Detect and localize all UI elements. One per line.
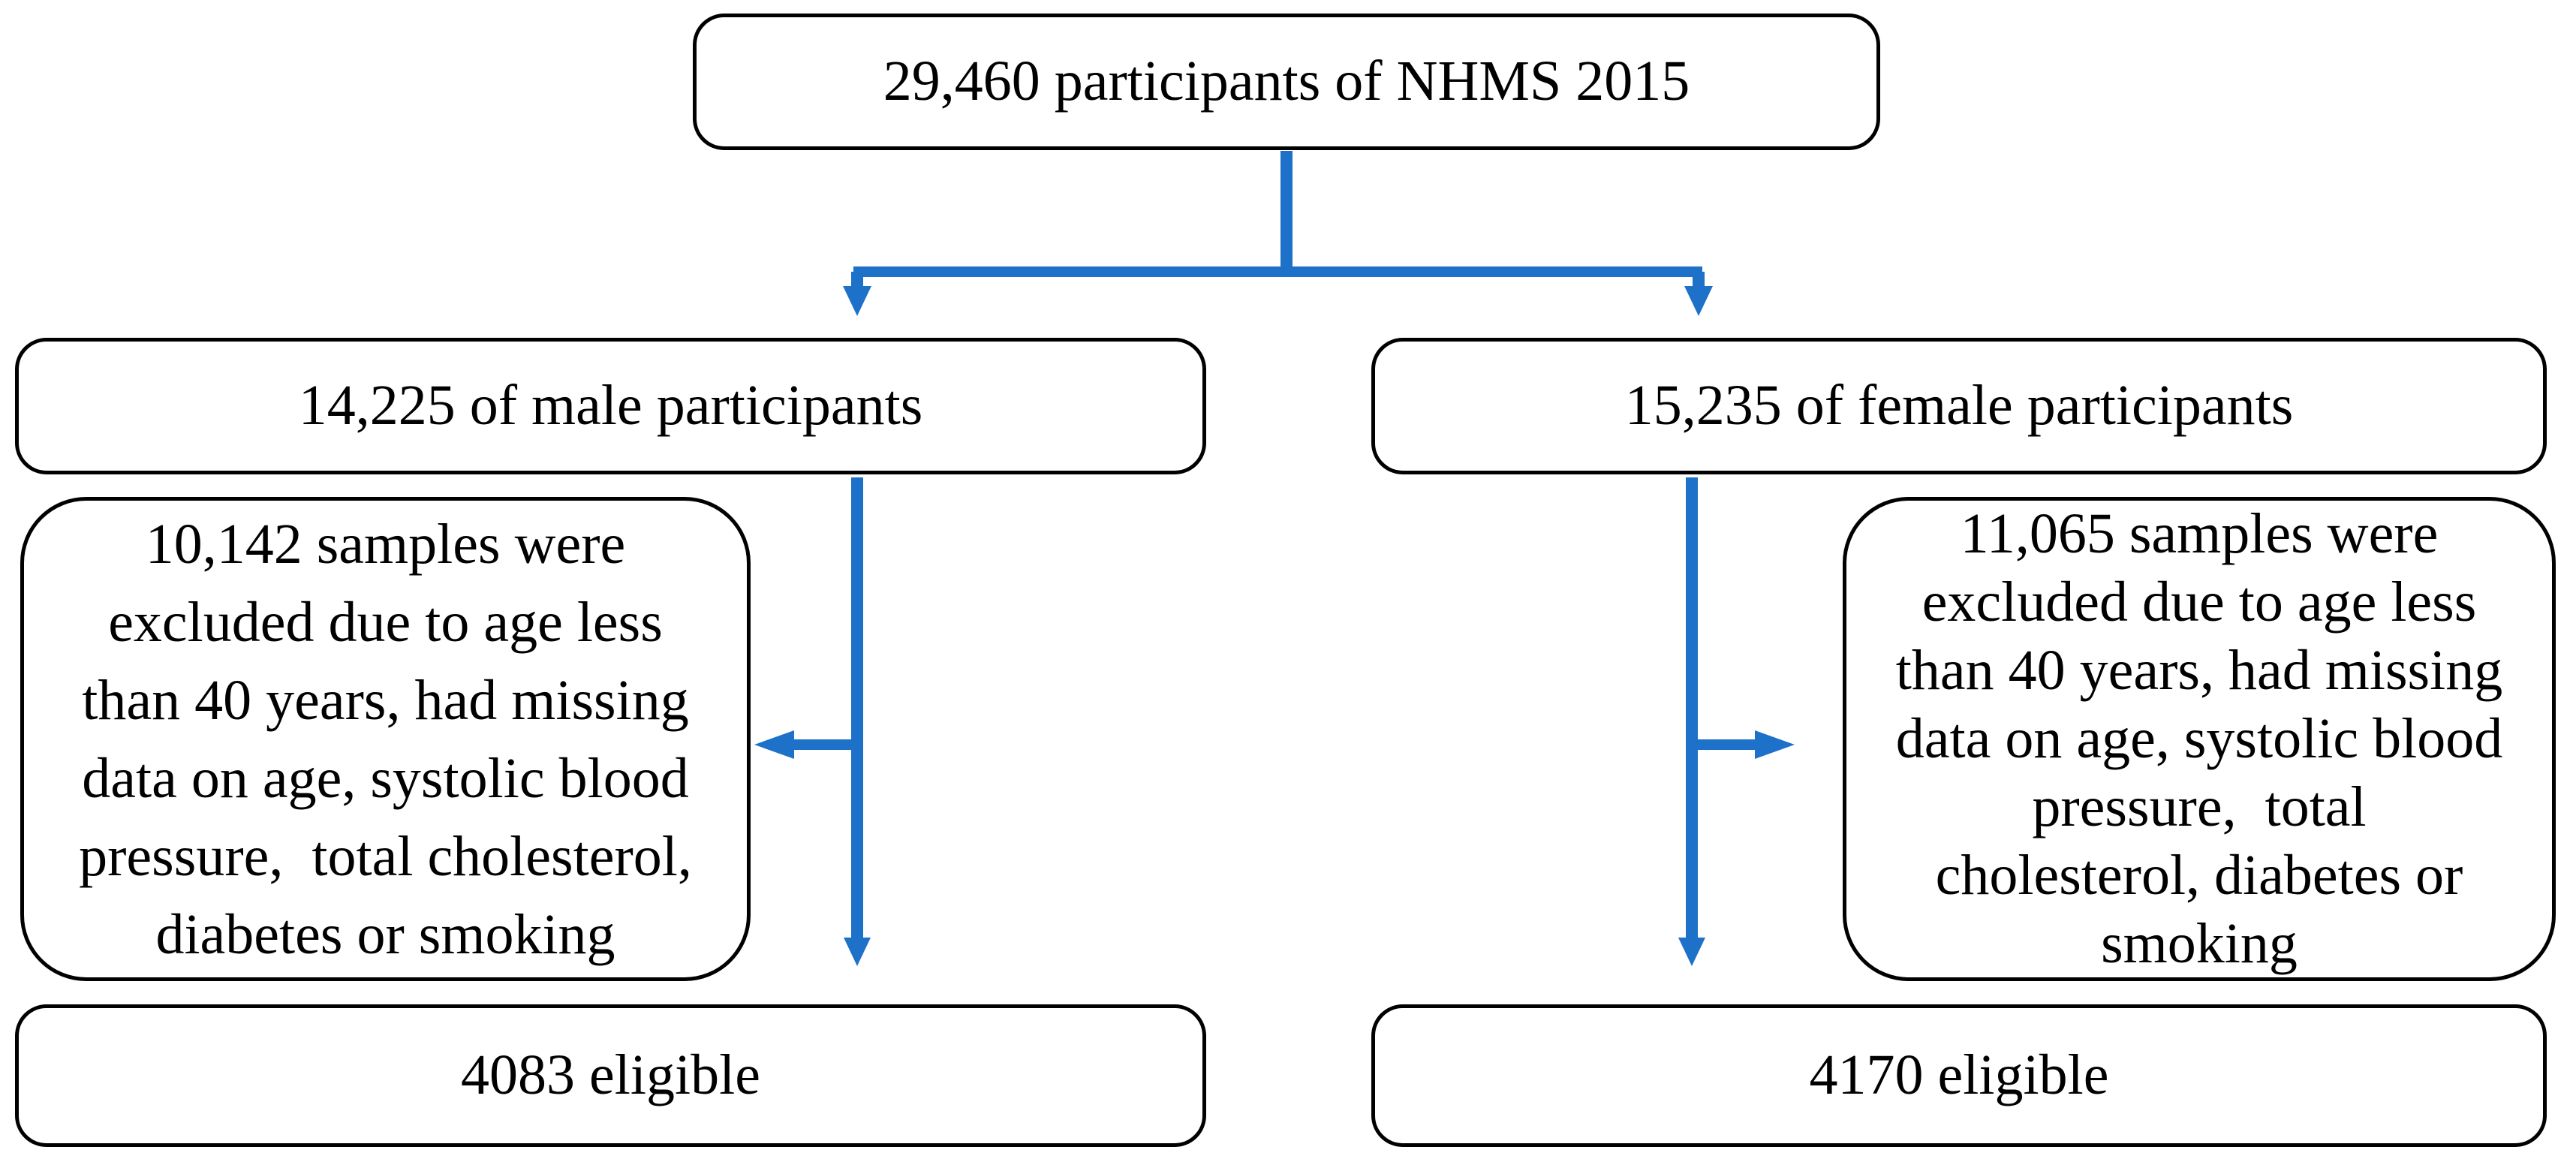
male-excluded-box: 10,142 samples were excluded due to age … [20,497,751,981]
male-eligible-label: 4083 eligible [461,1043,760,1107]
male-down-arrowhead [844,938,871,966]
female-eligible-box: 4170 eligible [1371,1004,2547,1147]
male-eligible-box: 4083 eligible [15,1004,1206,1147]
total-participants-label: 29,460 participants of NHMS 2015 [883,50,1690,113]
male-exclusion-arrowhead [754,730,794,759]
female-excluded-text: 11,065 samples were excluded due to age … [1895,502,2503,975]
female-down-arrow [1678,477,1705,966]
split-arrow [843,151,1713,316]
male-participants-box: 14,225 of male participants [15,338,1206,474]
split-arrowhead-right [1684,286,1713,316]
female-exclusion-arrowhead [1755,730,1795,759]
male-excluded-text: 10,142 samples were excluded due to age … [79,512,692,966]
female-excluded-box: 11,065 samples were excluded due to age … [1843,497,2556,981]
male-participants-label: 14,225 of male participants [298,374,923,438]
female-participants-box: 15,235 of female participants [1371,338,2547,474]
female-participants-label: 15,235 of female participants [1624,374,2294,438]
male-exclusion-arrow [754,730,857,759]
total-participants-box: 29,460 participants of NHMS 2015 [693,14,1880,150]
female-down-arrowhead [1678,938,1705,966]
split-arrowhead-left [843,286,871,316]
female-exclusion-arrow [1692,730,1795,759]
female-eligible-label: 4170 eligible [1809,1043,2109,1107]
male-down-arrow [844,477,871,966]
